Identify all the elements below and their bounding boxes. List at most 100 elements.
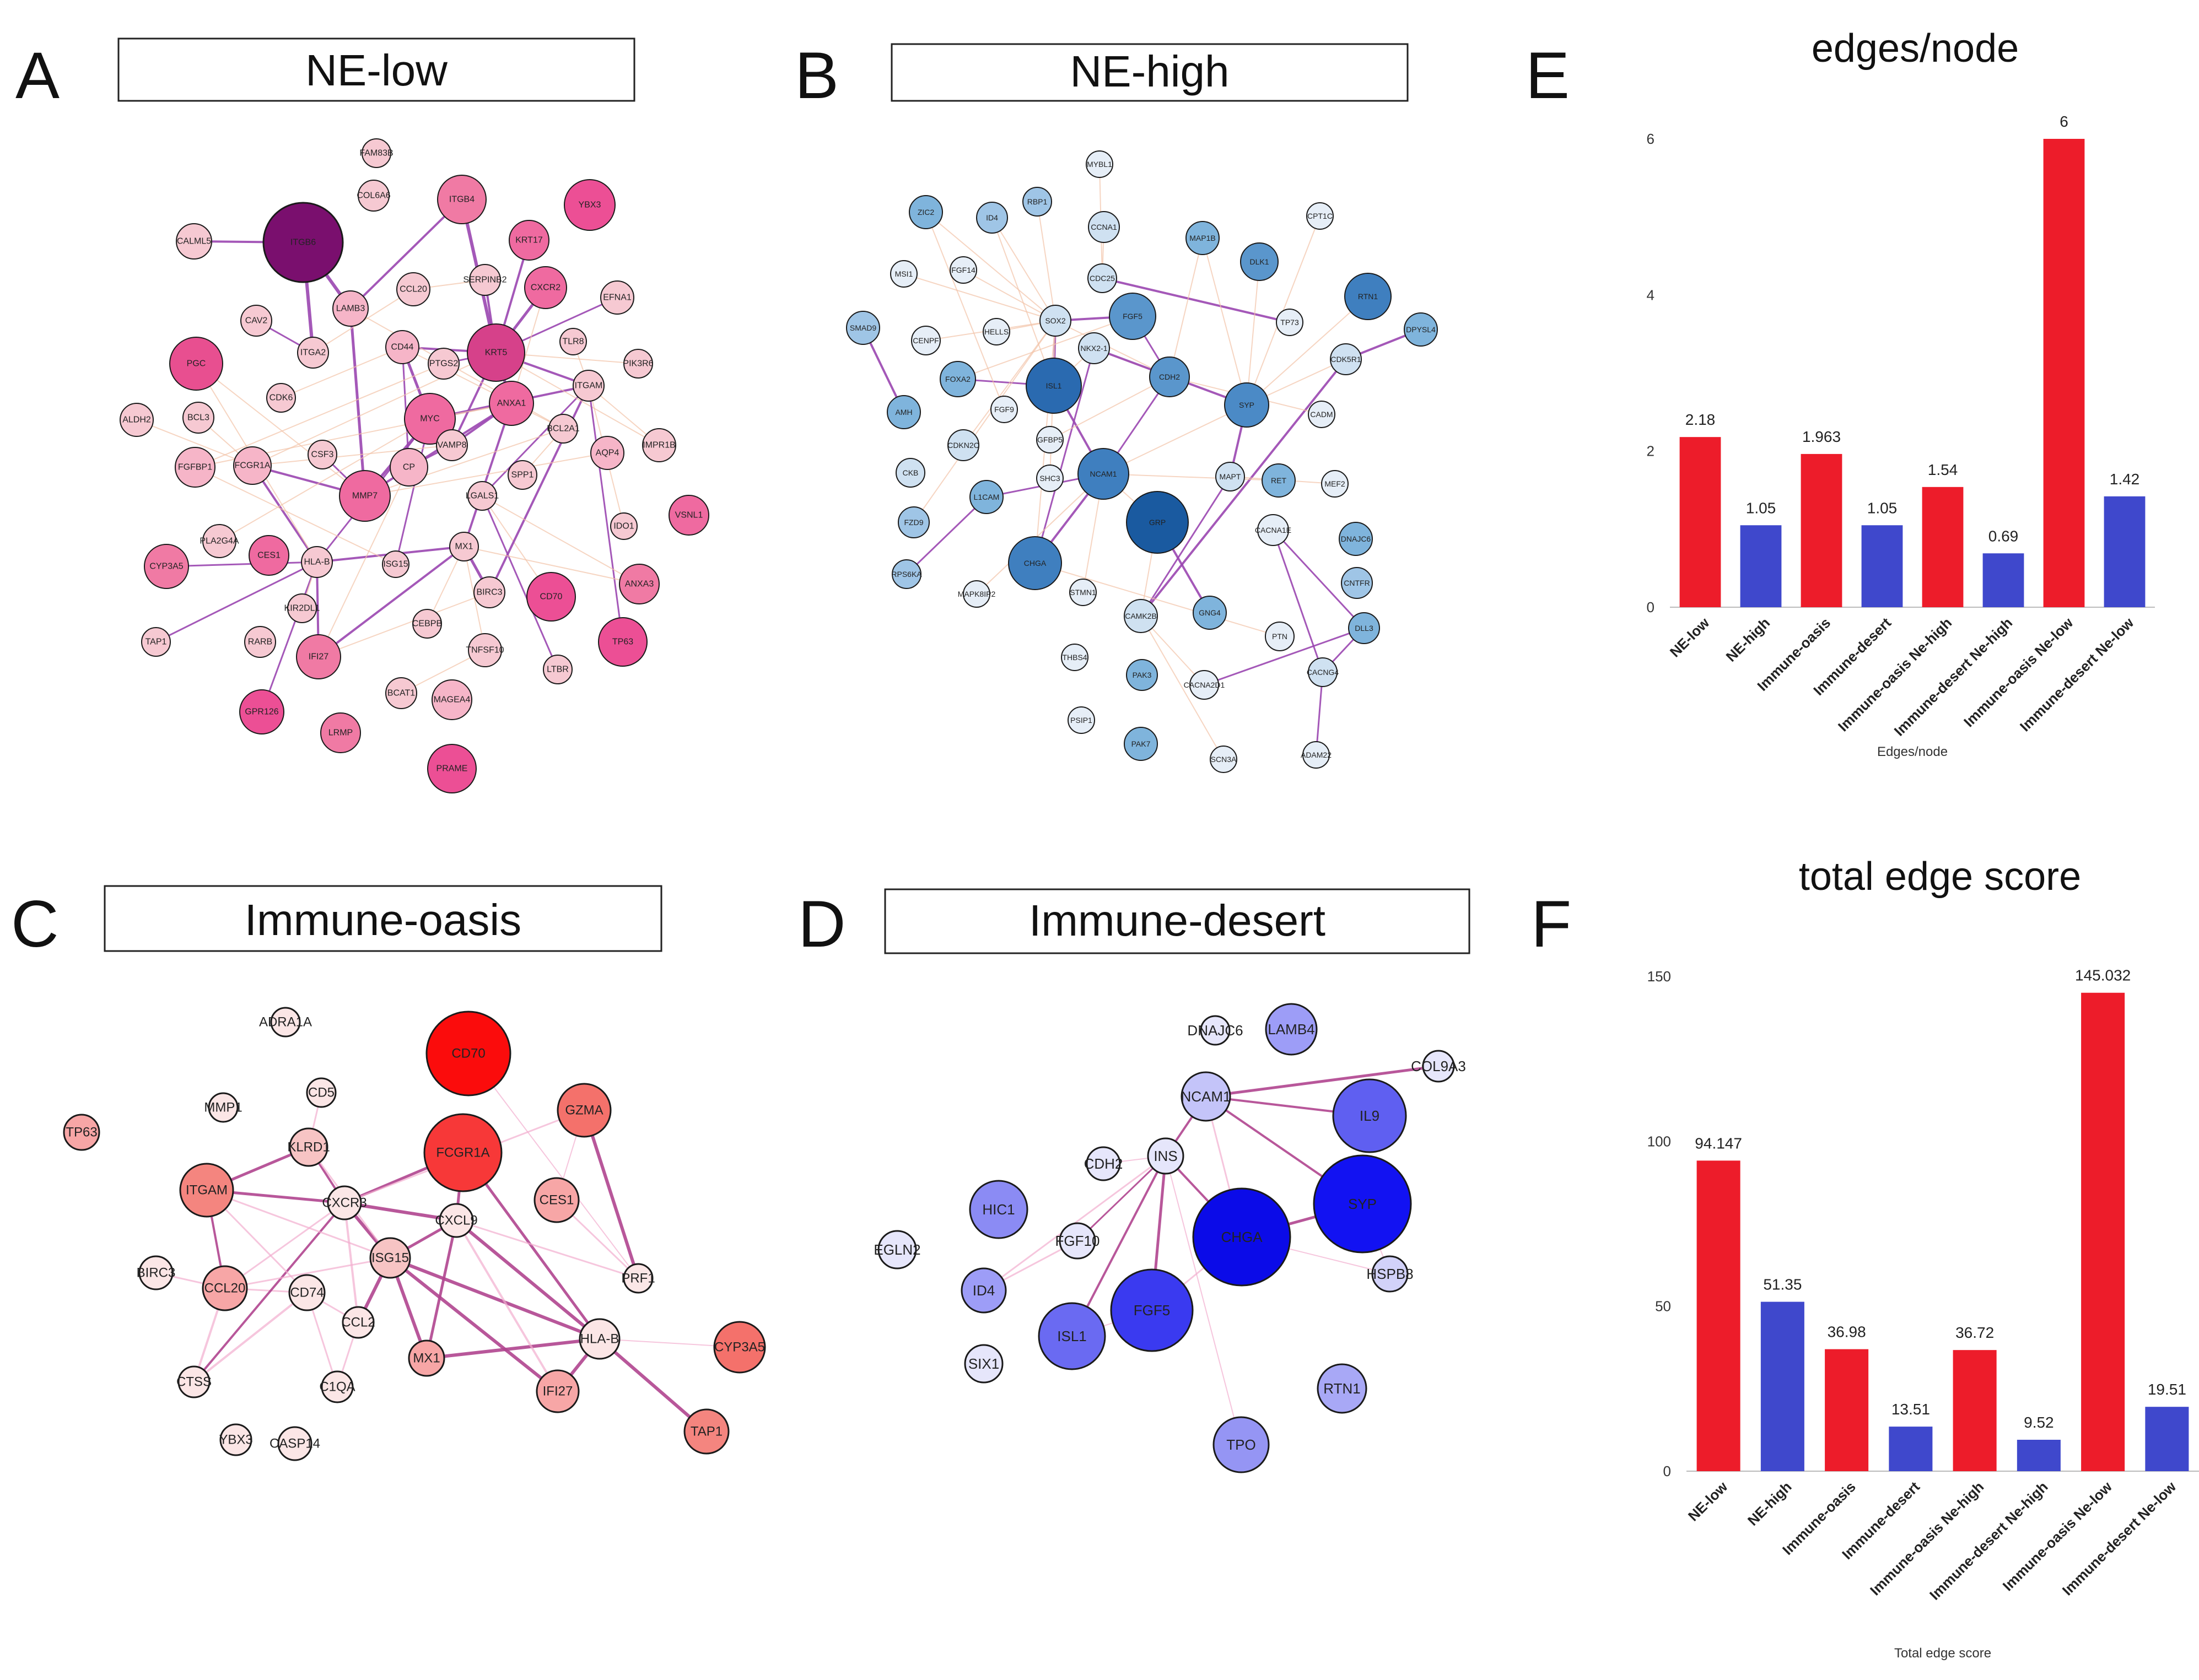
node-label-egln2: EGLN2: [874, 1241, 920, 1258]
node-label-lamb3: LAMB3: [336, 304, 365, 314]
node-grp: [1126, 491, 1189, 554]
node-cd5: [306, 1077, 337, 1108]
node-sox2: [1039, 305, 1071, 337]
node-hla-b: [579, 1318, 621, 1360]
network-edge: [364, 452, 608, 496]
bar-value-label: 6: [2060, 113, 2068, 130]
network-edge: [1034, 348, 1095, 564]
node-ins: [1147, 1137, 1184, 1175]
node-label-map1b: MAP1B: [1189, 234, 1215, 242]
node-label-stmn1: STMN1: [1070, 588, 1096, 597]
network-edge: [136, 419, 253, 466]
node-fgfbp1: [175, 447, 215, 488]
network-edge: [317, 545, 465, 658]
node-aldh2: [120, 403, 154, 437]
node-label-tpo: TPO: [1226, 1436, 1255, 1453]
network-edge: [588, 385, 624, 642]
node-label-ccna1: CCNA1: [1091, 223, 1117, 231]
node-label-rarb: RARB: [248, 638, 272, 647]
y-tick-label: 0: [1663, 1463, 1671, 1479]
network-edge: [456, 1219, 639, 1279]
node-serpinb2: [469, 264, 501, 296]
node-krt5: [467, 323, 525, 382]
node-lgals1: [467, 481, 497, 511]
node-klrd1: [289, 1127, 328, 1167]
node-label-ces1: CES1: [257, 551, 281, 560]
node-cdh2: [1086, 1146, 1121, 1181]
node-label-pik3r6: PIK3R6: [623, 359, 653, 369]
node-label-itgb4: ITGB4: [449, 195, 475, 204]
network-edge: [913, 320, 1056, 523]
network-edge: [389, 1256, 601, 1341]
node-hells: [983, 318, 1010, 345]
panel-letter-f: F: [1531, 887, 1571, 961]
network-edge: [425, 1220, 458, 1359]
x-axis-title: Edges/node: [1877, 744, 1948, 759]
node-label-ccl20: CCL20: [400, 285, 427, 294]
network-title-immune-desert: Immune-desert: [1029, 896, 1325, 945]
panel-letter-e: E: [1526, 39, 1570, 112]
node-label-cdc25: CDC25: [1090, 274, 1115, 283]
bar-immune-oasis-ne-low: [2043, 139, 2085, 607]
network-edge: [281, 347, 403, 398]
node-hla-b: [301, 546, 333, 578]
node-stmn1: [1069, 579, 1097, 606]
node-mmp7: [339, 470, 391, 522]
node-ret: [1262, 463, 1296, 498]
node-dpysl4: [1404, 312, 1438, 347]
network-edge: [219, 418, 430, 542]
y-tick-label: 100: [1647, 1133, 1671, 1149]
node-label-cd5: CD5: [308, 1085, 335, 1100]
network-edge: [1103, 404, 1247, 474]
category-label: Immune-oasis Ne-low: [1960, 614, 2077, 730]
node-tpo: [1212, 1416, 1270, 1473]
network-edge: [1049, 376, 1170, 440]
category-label: Immune-oasis Ne-low: [1999, 1478, 2116, 1594]
node-label-id4: ID4: [986, 213, 998, 222]
node-label-hells: HELLS: [984, 327, 1009, 336]
node-label-cdkn2c: CDKN2C: [947, 441, 979, 450]
node-label-birc3: BIRC3: [476, 588, 502, 597]
node-cpt1c: [1306, 202, 1334, 230]
node-label-bcl2a1: BCL2A1: [547, 424, 580, 434]
network-edge: [957, 316, 1133, 380]
y-tick-label: 0: [1647, 599, 1654, 615]
node-label-id4: ID4: [973, 1282, 995, 1299]
node-dnajc6: [1339, 522, 1373, 556]
node-csf3: [308, 440, 337, 469]
y-tick-label: 50: [1655, 1298, 1671, 1315]
node-cd70: [425, 1011, 511, 1096]
bar-immune-oasis-ne-low: [2081, 992, 2125, 1471]
node-label-gzma: GZMA: [565, 1103, 603, 1118]
network-edge: [599, 1337, 708, 1433]
node-map1b: [1185, 221, 1220, 255]
node-label-itgam: ITGAM: [186, 1183, 228, 1198]
bar-value-label: 36.98: [1828, 1324, 1866, 1341]
node-psip1: [1068, 706, 1095, 734]
node-label-cacna2d1: CACNA2D1: [1184, 680, 1225, 689]
network-edge: [224, 1257, 391, 1289]
node-ccl2: [342, 1306, 375, 1339]
node-mx1: [408, 1339, 445, 1377]
node-label-ncam1: NCAM1: [1181, 1088, 1231, 1105]
node-chga: [1008, 536, 1062, 590]
node-label-col9a3: COL9A3: [1411, 1058, 1466, 1074]
node-cdk5r1: [1330, 343, 1362, 375]
bar-immune-oasis-ne-high: [1953, 1350, 1997, 1471]
node-label-itgb6: ITGB6: [290, 238, 316, 247]
node-tp63: [598, 617, 648, 667]
network-edge: [1169, 237, 1203, 377]
node-id4: [976, 202, 1008, 234]
node-syp: [1313, 1154, 1412, 1254]
node-label-mmp7: MMP7: [352, 491, 378, 501]
node-nkx2-1: [1078, 332, 1110, 364]
node-label-cxcr3: CXCR3: [322, 1196, 366, 1211]
node-label-bcl3: BCL3: [187, 413, 209, 423]
node-label-efna1: EFNA1: [603, 293, 632, 302]
panel-letter-b: B: [795, 39, 839, 112]
node-mapk8ip2: [963, 580, 990, 608]
node-cxcr3: [327, 1185, 362, 1220]
node-label-grp: GRP: [1149, 518, 1166, 527]
title-box-c: [104, 885, 662, 952]
